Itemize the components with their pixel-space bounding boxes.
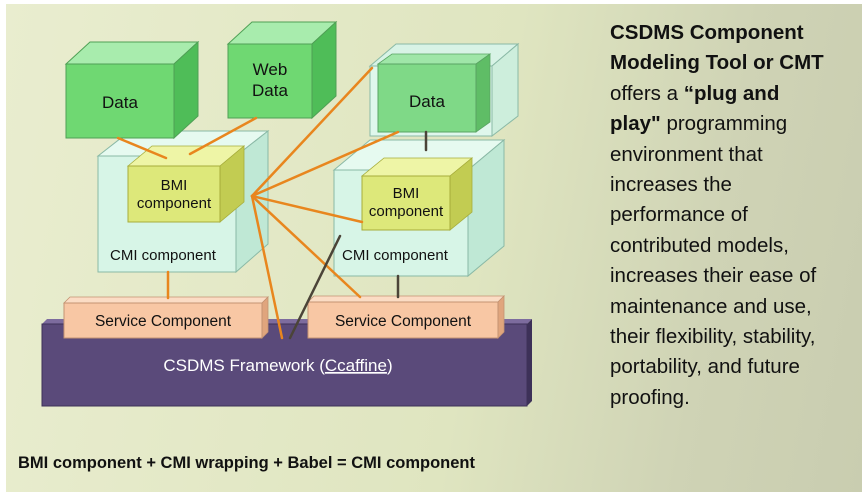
description-line-9: increases their ease of bbox=[610, 264, 817, 288]
cmi-left-label: CMI component bbox=[110, 247, 217, 264]
service-left-label: Service Component bbox=[95, 313, 232, 330]
cmi-right-label: CMI component bbox=[342, 247, 449, 264]
description-line-2: Modeling Tool or CMT bbox=[610, 51, 824, 75]
description-line-13: proofing. bbox=[610, 385, 690, 409]
data-block-right: Data bbox=[368, 42, 520, 138]
description-line-6: increases the bbox=[610, 173, 732, 197]
link-webdata-to-bmi bbox=[188, 116, 258, 156]
bmi-left-label-line2: component bbox=[137, 195, 212, 212]
description-line-8: contributed models, bbox=[610, 233, 789, 257]
bmi-right-label-line1: BMI bbox=[393, 185, 420, 202]
connector-lines bbox=[116, 66, 428, 340]
data-block-left: Data bbox=[64, 40, 200, 140]
service-component-left: Service Component bbox=[63, 296, 269, 339]
link-bmi-left-to-framework bbox=[250, 194, 284, 340]
web-data-label-line2: Data bbox=[252, 81, 288, 100]
bmi-component-left: BMI component bbox=[126, 145, 246, 223]
service-component-right: Service Component bbox=[307, 295, 505, 339]
cmt-architecture-diagram: CSDMS Framework (Ccaffine) Service Compo… bbox=[41, 20, 532, 407]
bmi-left-label-line1: BMI bbox=[161, 177, 188, 194]
cmt-description: CSDMS Component Modeling Tool or CMT off… bbox=[610, 18, 862, 413]
description-line-12: portability, and future bbox=[610, 355, 800, 379]
bmi-component-right: BMI component bbox=[360, 157, 474, 231]
bmi-right-label-line2: component bbox=[369, 203, 444, 220]
web-data-block: Web Data bbox=[226, 20, 338, 120]
web-data-label-line1: Web bbox=[253, 60, 288, 79]
description-line-10: maintenance and use, bbox=[610, 294, 812, 318]
description-line-1: CSDMS Component bbox=[610, 21, 804, 44]
link-data-right-to-bmi-left bbox=[250, 66, 374, 198]
service-right-label: Service Component bbox=[335, 313, 472, 330]
link-bmi-left-to-data-right bbox=[250, 130, 400, 198]
diagram-caption: BMI component + CMI wrapping + Babel = C… bbox=[18, 454, 475, 472]
data-left-label: Data bbox=[102, 93, 138, 112]
slide-canvas: CSDMS Framework (Ccaffine) Service Compo… bbox=[6, 4, 862, 492]
description-line-4: play" programming bbox=[610, 112, 788, 136]
description-line-11: their flexibility, stability, bbox=[610, 325, 816, 349]
link-cmi-right-to-framework bbox=[288, 234, 342, 340]
link-bmi-left-to-service-right bbox=[250, 194, 362, 299]
description-line-5: environment that bbox=[610, 142, 763, 166]
data-right-label: Data bbox=[409, 92, 445, 111]
description-line-3: offers a “plug and bbox=[610, 81, 780, 105]
framework-label: CSDMS Framework (Ccaffine) bbox=[163, 356, 392, 375]
link-bmi-left-to-bmi-right bbox=[250, 194, 364, 224]
link-data-left-to-bmi bbox=[116, 136, 168, 160]
description-line-7: performance of bbox=[610, 203, 748, 227]
